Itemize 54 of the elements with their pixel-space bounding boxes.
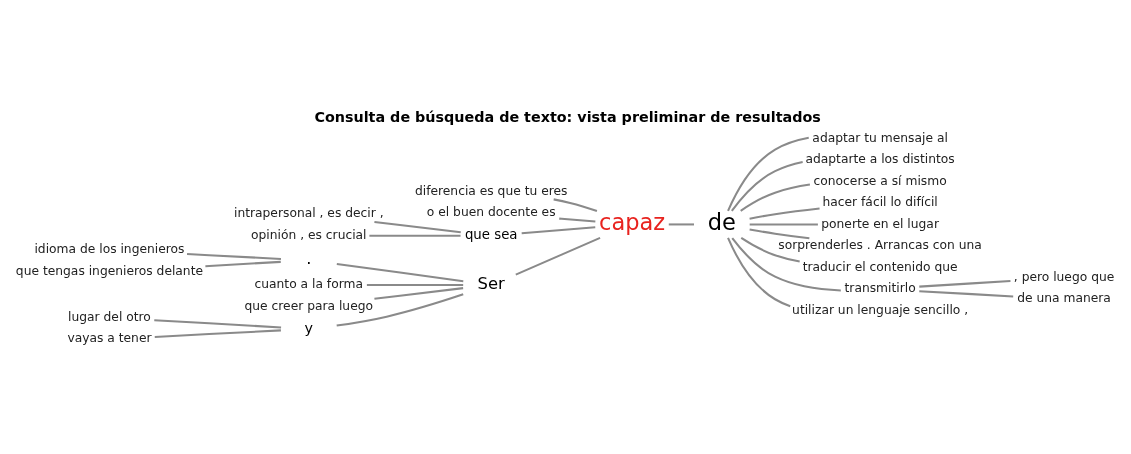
connector	[668, 223, 694, 226]
connector	[521, 226, 596, 235]
node-text: transmitirlo	[844, 281, 916, 296]
node-text: que creer para luego	[244, 298, 374, 313]
connector	[919, 279, 1011, 288]
connector	[919, 290, 1014, 298]
connector	[187, 253, 281, 260]
node-text: diferencia es que tu eres	[414, 183, 568, 198]
node-text: adaptar tu mensaje al	[812, 130, 948, 145]
node-text: opinión , es crucial	[251, 227, 367, 242]
node-text: Ser	[477, 273, 505, 293]
connector	[559, 217, 596, 223]
node-text: vayas a tener	[67, 331, 152, 346]
node-text: traducir el contenido que	[802, 259, 958, 274]
node-text: que sea	[464, 227, 518, 243]
connector	[731, 161, 803, 212]
connector	[369, 234, 461, 237]
diagram-title: Consulta de búsqueda de texto: vista preliminar de resultados	[314, 108, 821, 125]
node-text: intrapersonal , es decir ,	[234, 206, 384, 221]
connector	[336, 262, 464, 283]
node-text: lugar del otro	[68, 309, 151, 324]
connector	[727, 136, 809, 212]
node-text: , pero luego que	[1013, 269, 1115, 284]
node-text: y	[304, 319, 314, 336]
node-text: sorprenderles . Arrancas con una	[778, 238, 982, 253]
connector	[727, 237, 791, 308]
node-text: hacer fácil lo difícil	[822, 195, 938, 210]
connector	[749, 207, 820, 220]
connector	[515, 237, 601, 276]
node-text: idioma de los ingenieros	[34, 242, 185, 257]
node-text: utilizar un lenguaje sencillo ,	[792, 302, 969, 317]
node-text: de una manera	[1017, 291, 1111, 306]
node-text: .	[306, 249, 312, 269]
connector	[553, 198, 598, 213]
node-text: o el buen docente es	[426, 205, 556, 220]
node-text: ponerte en el lugar	[821, 216, 939, 231]
connector	[740, 183, 811, 212]
connector	[205, 260, 281, 268]
node-text: capaz	[599, 209, 666, 236]
connector	[749, 223, 818, 226]
connector	[154, 329, 281, 338]
connector	[366, 283, 464, 286]
node-text: conocerse a sí mismo	[813, 173, 947, 188]
connector	[731, 237, 841, 292]
node-text: cuanto a la forma	[254, 277, 364, 292]
node-text: adaptarte a los distintos	[805, 152, 955, 167]
connector	[749, 228, 810, 240]
connector	[336, 293, 464, 327]
connector	[740, 236, 800, 263]
connector	[374, 287, 464, 300]
connector	[154, 319, 282, 329]
node-text: que tengas ingenieros delante	[15, 263, 204, 278]
node-text: de	[707, 209, 736, 236]
connector	[374, 220, 461, 234]
